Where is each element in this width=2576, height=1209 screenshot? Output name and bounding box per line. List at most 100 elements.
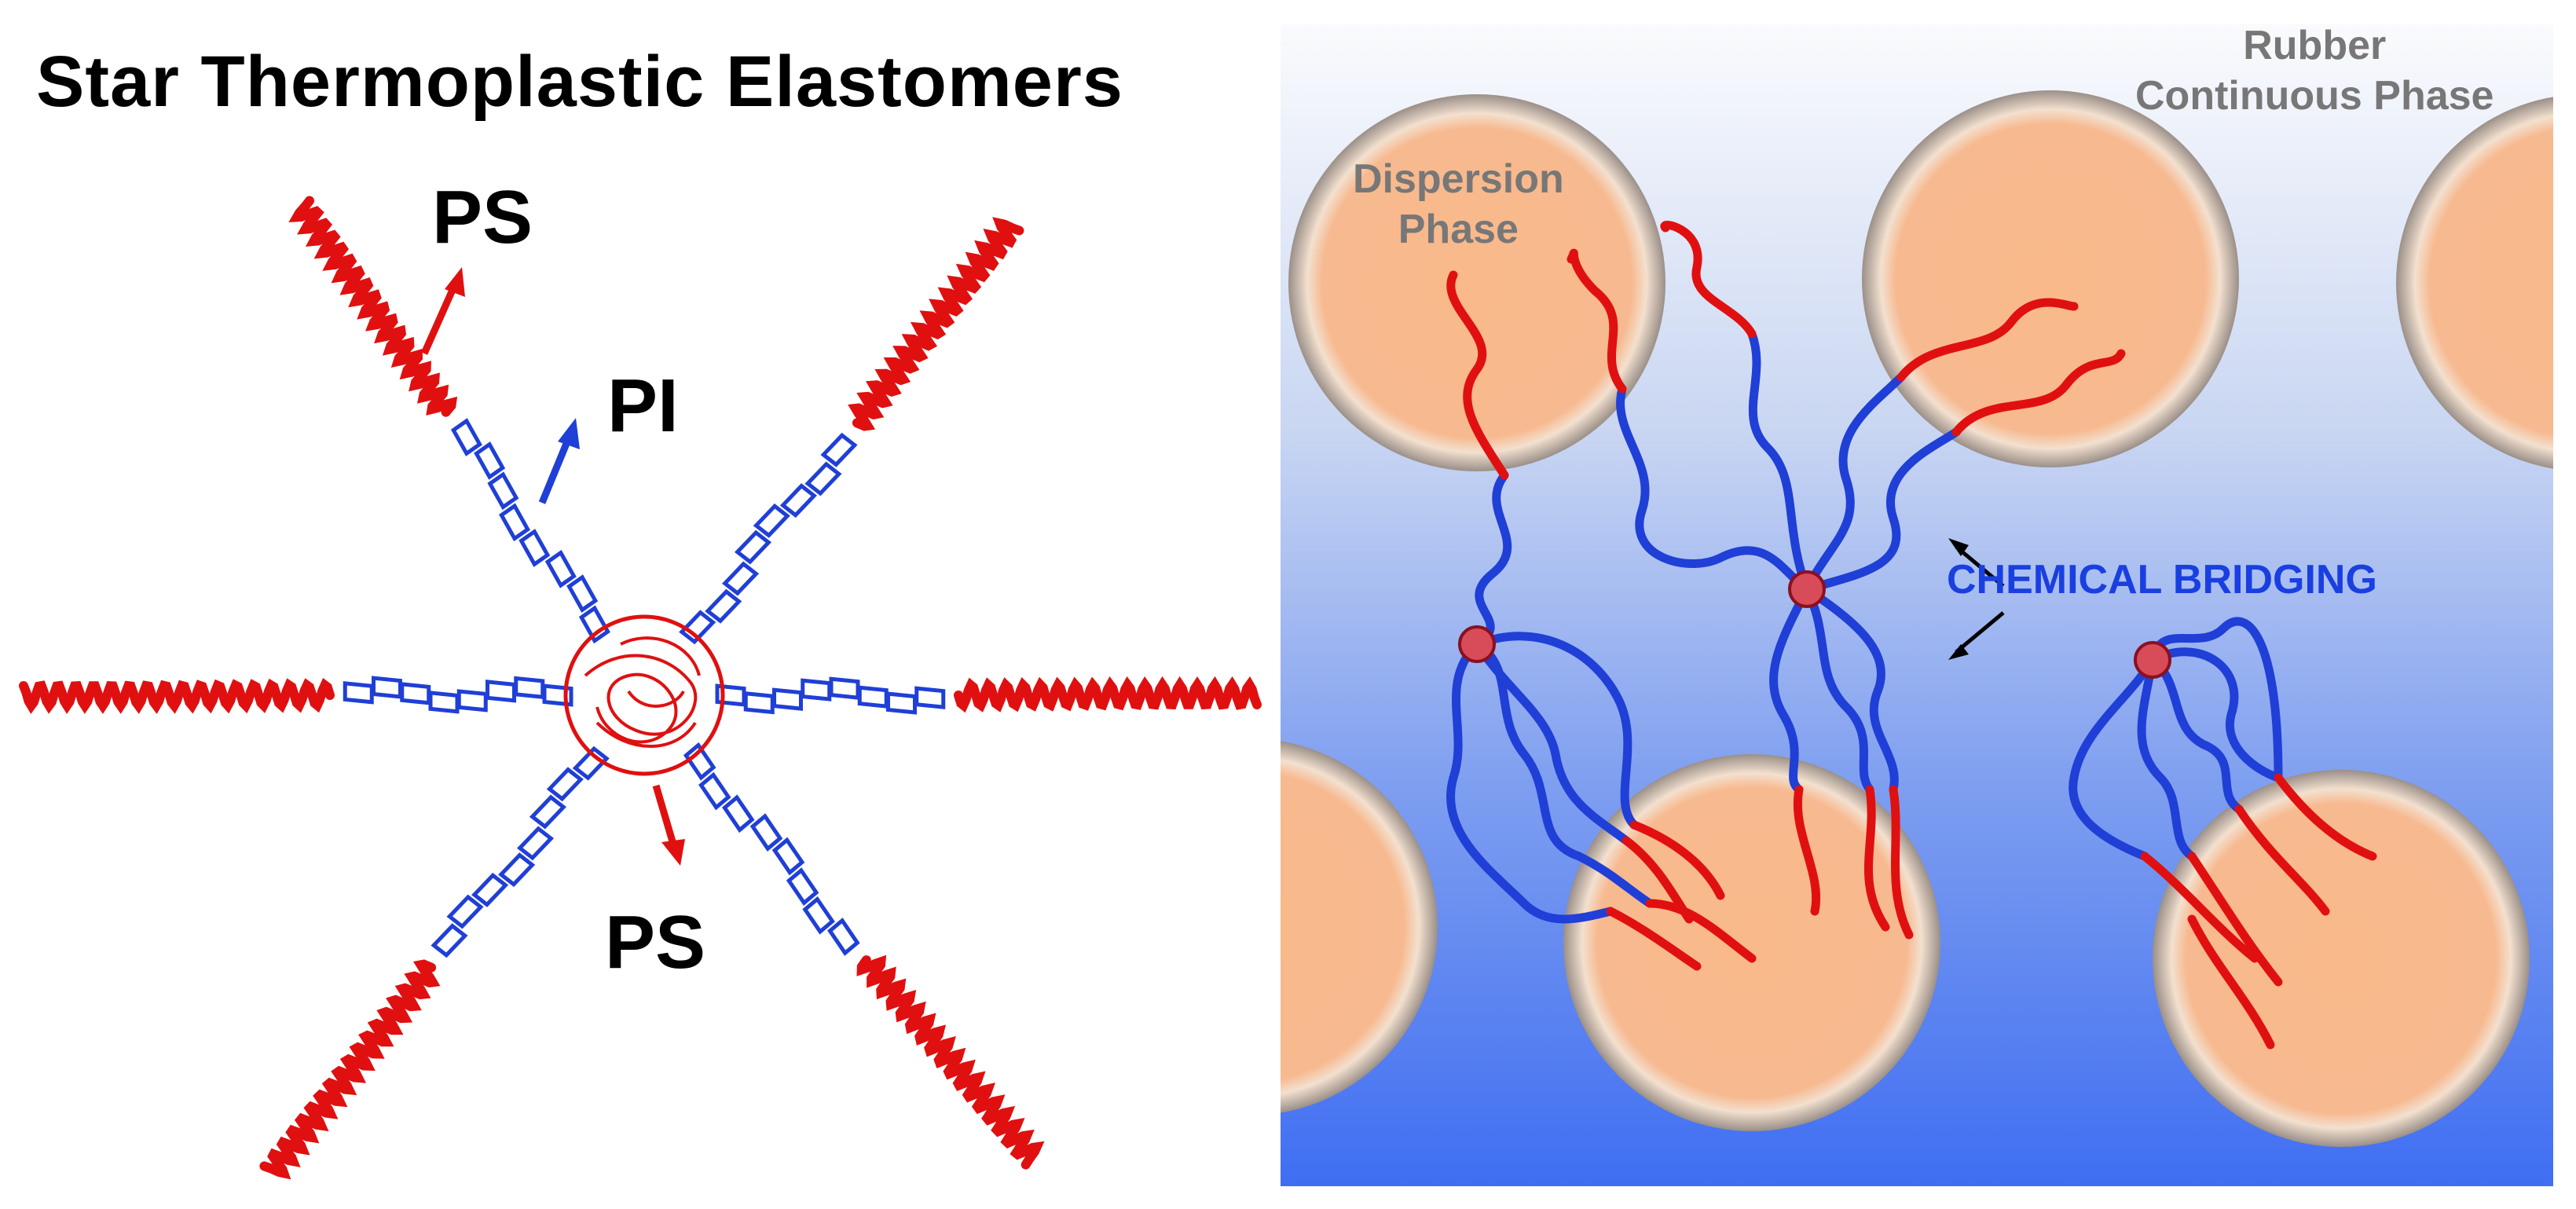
pi-arrow: [538, 418, 580, 504]
pi-bead: [474, 441, 506, 480]
pi-bead: [499, 503, 531, 542]
ps-chain: [2234, 804, 2330, 916]
dispersion-label-line2: Phase: [1398, 207, 1519, 252]
ps-chain: [2187, 914, 2275, 1050]
rubber-label-line1: Rubber: [2243, 23, 2387, 68]
pi-bead: [514, 676, 545, 700]
ps-chain: [1864, 785, 1890, 932]
ps-chain: [1446, 270, 1509, 480]
rubber-continuous-phase-label: Rubber Continuous Phase: [2135, 20, 2494, 121]
pi-chain: [1472, 639, 1631, 845]
ps-arrow-top: [420, 267, 465, 355]
pi-chain: [1472, 471, 1512, 649]
sphere: [1563, 754, 1940, 1131]
pi-bead: [771, 837, 805, 876]
pi-bead: [529, 794, 566, 830]
phase-morphology-diagram: [1281, 24, 2553, 1186]
pi-bead: [802, 896, 835, 935]
star-core-node: [1458, 625, 1496, 663]
pi-bead: [753, 503, 790, 538]
pi-chain: [2137, 655, 2197, 861]
pi-bead: [544, 549, 577, 588]
star-core: [563, 614, 725, 776]
sphere: [1288, 94, 1665, 471]
ps-tail: [288, 196, 458, 417]
ps-label-bottom: PS: [605, 900, 706, 984]
ps-chain: [1951, 349, 2126, 437]
pi-chain: [1446, 639, 1615, 924]
pi-bead: [372, 676, 402, 699]
pi-chain: [1769, 584, 1812, 794]
core-circle: [563, 614, 725, 776]
pi-bead: [886, 691, 917, 715]
pi-chain: [1802, 584, 1899, 794]
core-tangle: [584, 636, 701, 748]
pi-bead: [820, 432, 858, 467]
star-polymer-diagram: [19, 196, 1262, 1180]
pi-bead: [566, 574, 599, 613]
ps-chain: [1566, 248, 1627, 394]
pi-bead: [679, 610, 716, 645]
ps-tail: [954, 676, 1262, 713]
sphere: [2153, 770, 2530, 1147]
pi-chain: [1802, 372, 1906, 594]
ps-tail: [856, 954, 1045, 1170]
pi-bead: [546, 767, 584, 802]
pi-bead: [801, 678, 832, 702]
pi-chain: [1747, 329, 1812, 594]
ps-arrow-bottom: [652, 784, 685, 866]
pi-chain: [2068, 655, 2157, 861]
ps-chain: [1621, 836, 1694, 924]
pi-chain: [2148, 655, 2244, 814]
ps-chain: [2274, 773, 2377, 861]
pi-bead: [705, 588, 742, 624]
pi-bead: [743, 691, 775, 715]
dispersion-spheres: [1281, 90, 2553, 1147]
pi-bead: [578, 605, 610, 644]
pi-bead: [428, 691, 460, 714]
pi-bead: [450, 418, 482, 456]
ps-label-top: PS: [432, 175, 533, 259]
pi-bead: [698, 771, 731, 811]
ps-chain: [1629, 820, 1725, 900]
pi-chain: [2148, 617, 2283, 782]
pi-bead: [722, 794, 755, 833]
ps-chain: [1793, 785, 1821, 916]
pi-bead: [827, 918, 860, 956]
star-arms: [19, 196, 1262, 1180]
ps-chain: [2187, 852, 2283, 987]
pi-bead: [572, 746, 610, 781]
ps-tail: [848, 217, 1024, 431]
pi-bead: [857, 685, 889, 709]
star-core-node: [2134, 641, 2171, 679]
pi-bead: [804, 461, 842, 496]
pi-bead: [486, 680, 516, 703]
pi-label: PI: [607, 364, 679, 448]
pi-bead: [518, 529, 551, 567]
pi-bead: [400, 682, 431, 705]
pi-chain: [2148, 647, 2283, 782]
pi-chain: [1802, 427, 1961, 594]
ps-tail: [259, 959, 441, 1180]
chemical-bridging-label: CHEMICAL BRIDGING: [1947, 557, 2377, 603]
pi-bead: [487, 471, 519, 511]
pi-chain: [1472, 632, 1639, 830]
ps-chain: [1660, 221, 1757, 339]
ps-chain: [2140, 852, 2259, 963]
pi-bead: [779, 483, 817, 518]
pi-bead: [722, 561, 760, 596]
pi-bead: [498, 852, 536, 888]
pi-bead: [829, 676, 860, 700]
pi-bead: [749, 813, 783, 852]
sphere: [2396, 97, 2553, 469]
pi-bead: [914, 686, 946, 709]
sphere: [1281, 741, 1438, 1113]
dispersion-phase-label: Dispersion Phase: [1353, 154, 1564, 255]
ps-chain: [1889, 785, 1914, 940]
dispersion-label-line1: Dispersion: [1353, 156, 1564, 202]
ps-chain: [1896, 298, 2079, 382]
pi-bead: [343, 681, 374, 705]
bridging-arrows: [1948, 538, 2005, 660]
pi-bead: [516, 826, 555, 861]
pi-chain: [1616, 384, 1812, 594]
